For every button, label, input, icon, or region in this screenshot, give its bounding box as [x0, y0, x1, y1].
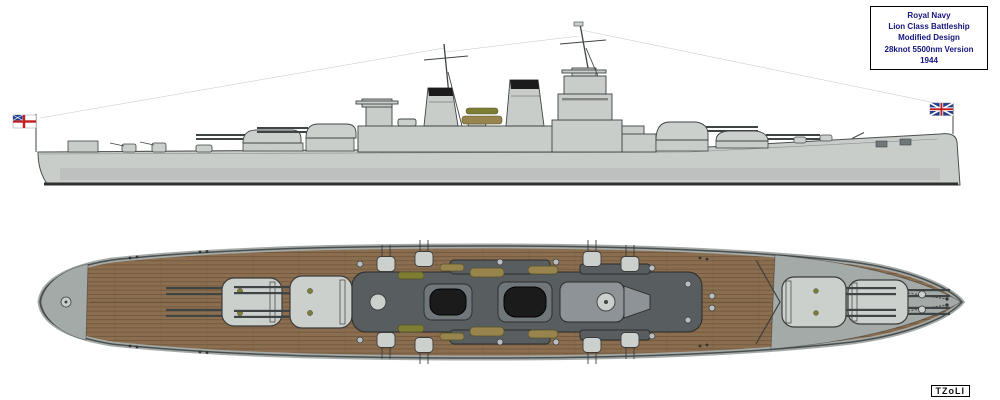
- bow-union-jack: [929, 102, 954, 134]
- plan-aa-mounts: [356, 258, 716, 346]
- turret-a-barrels: [766, 134, 820, 136]
- deck-bollards: [128, 250, 709, 354]
- plan-secondary-turrets: [376, 240, 640, 364]
- title-line-year: 1944: [920, 55, 938, 65]
- capstan-port: [918, 290, 926, 299]
- aft-turret-x: [196, 129, 304, 152]
- aft-turret-y: [257, 123, 357, 152]
- turret-b-housing: [655, 121, 709, 141]
- plan-hull-outline: [39, 245, 963, 359]
- forward-funnel: [505, 79, 545, 127]
- radar-antenna: [573, 21, 584, 27]
- side-elevation-view: [12, 21, 961, 186]
- stern-ensign: [12, 114, 37, 152]
- stern-capstan: [60, 296, 72, 308]
- bridge-windows: [562, 98, 608, 101]
- turret-x-housing: [242, 129, 302, 144]
- forward-turret-a: [715, 130, 820, 149]
- breakwater-side: [851, 132, 865, 139]
- turret-y-housing: [305, 123, 357, 139]
- plan-bridge-tower: [559, 281, 651, 323]
- director-rangefinder-arms: [561, 69, 607, 74]
- plan-boats: [397, 263, 559, 341]
- aft-director-plan: [369, 293, 387, 311]
- waterline-stripe: [44, 182, 958, 186]
- foremast: [559, 21, 607, 77]
- quarterdeck-fittings: [67, 140, 213, 153]
- armor-belt-shading: [60, 168, 940, 180]
- bow-fittings: [793, 132, 912, 148]
- anchor-gear-plan: [907, 290, 949, 314]
- plan-forward-turret-b: [781, 276, 896, 328]
- aft-funnel: [423, 87, 459, 127]
- secondary-mount-1: [397, 118, 417, 127]
- title-line-navy: Royal Navy: [907, 11, 951, 20]
- anchor-port: [875, 140, 888, 148]
- bridge-tower: [551, 67, 623, 153]
- plan-forward-funnel: [497, 281, 553, 323]
- aft-rangefinder-arms: [355, 100, 399, 105]
- title-box: Royal Navy Lion Class Battleship Modifie…: [870, 6, 988, 70]
- capstan-starboard: [918, 305, 926, 314]
- artist-signature: TZoLI: [930, 385, 970, 397]
- deck-plan-view: [37, 240, 966, 364]
- turret-a-housing: [715, 130, 769, 142]
- fwd-shelter-deck: [621, 133, 657, 153]
- title-line-version: 28knot 5500nm Version: [884, 44, 974, 54]
- breakwater-plan: [755, 259, 781, 345]
- plan-aft-turret-x: [166, 277, 283, 327]
- forward-funnel-cap: [510, 80, 539, 89]
- deck-edge-line: [39, 138, 939, 155]
- turret-b-barrels: [706, 126, 758, 128]
- anchor-starboard: [899, 138, 912, 146]
- title-line-class: Lion Class Battleship: [888, 22, 970, 32]
- title-line-design: Modified Design: [898, 33, 960, 43]
- plan-forward-turret-a: [847, 279, 950, 325]
- turret-y-barrels: [257, 127, 308, 129]
- aft-funnel-cap: [428, 88, 453, 96]
- turret-x-barrels: [196, 134, 245, 136]
- plan-aft-funnel: [423, 283, 473, 321]
- ship-boats-side: [461, 107, 503, 125]
- rigging-lines: [39, 29, 951, 119]
